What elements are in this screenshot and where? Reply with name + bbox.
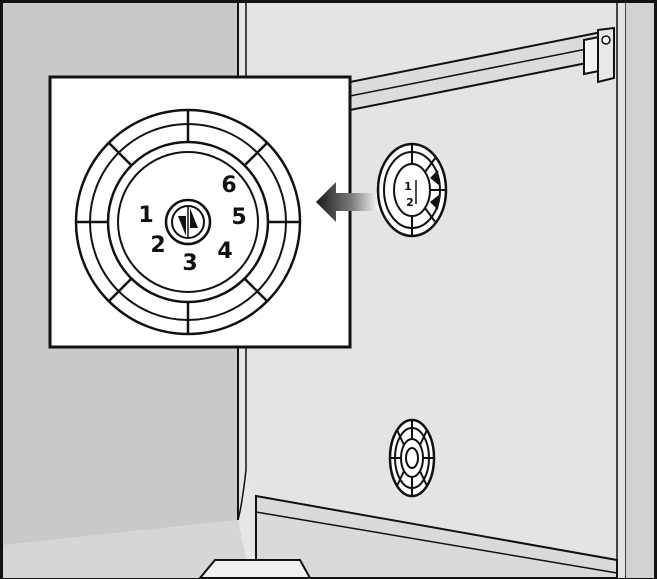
dial-number-2: 2 xyxy=(150,233,165,258)
rail-screw xyxy=(601,35,611,45)
corner-bend xyxy=(237,469,247,521)
dial-number-3: 3 xyxy=(182,251,197,276)
wall-dial-number-2: 2 xyxy=(406,196,414,209)
dial-number-6: 6 xyxy=(221,173,236,198)
right-strip xyxy=(626,3,654,578)
dial-number-5: 5 xyxy=(231,205,246,230)
dial-number-1: 1 xyxy=(138,203,153,228)
left-wall-lower xyxy=(3,520,250,578)
upper-spray-dial-icon xyxy=(376,142,448,238)
lower-spray-nozzle-icon xyxy=(388,418,436,498)
wall-dial-number-1: 1 xyxy=(404,180,412,193)
dial-number-4: 4 xyxy=(217,239,232,264)
arrow-left-icon xyxy=(316,182,380,222)
dial-inset-icon xyxy=(74,108,302,336)
dial-inset: 1 2 3 4 5 6 xyxy=(48,75,352,349)
bottom-left-lip xyxy=(197,559,312,579)
bottom-trim-line xyxy=(255,511,618,574)
upper-rail-line xyxy=(349,43,613,97)
